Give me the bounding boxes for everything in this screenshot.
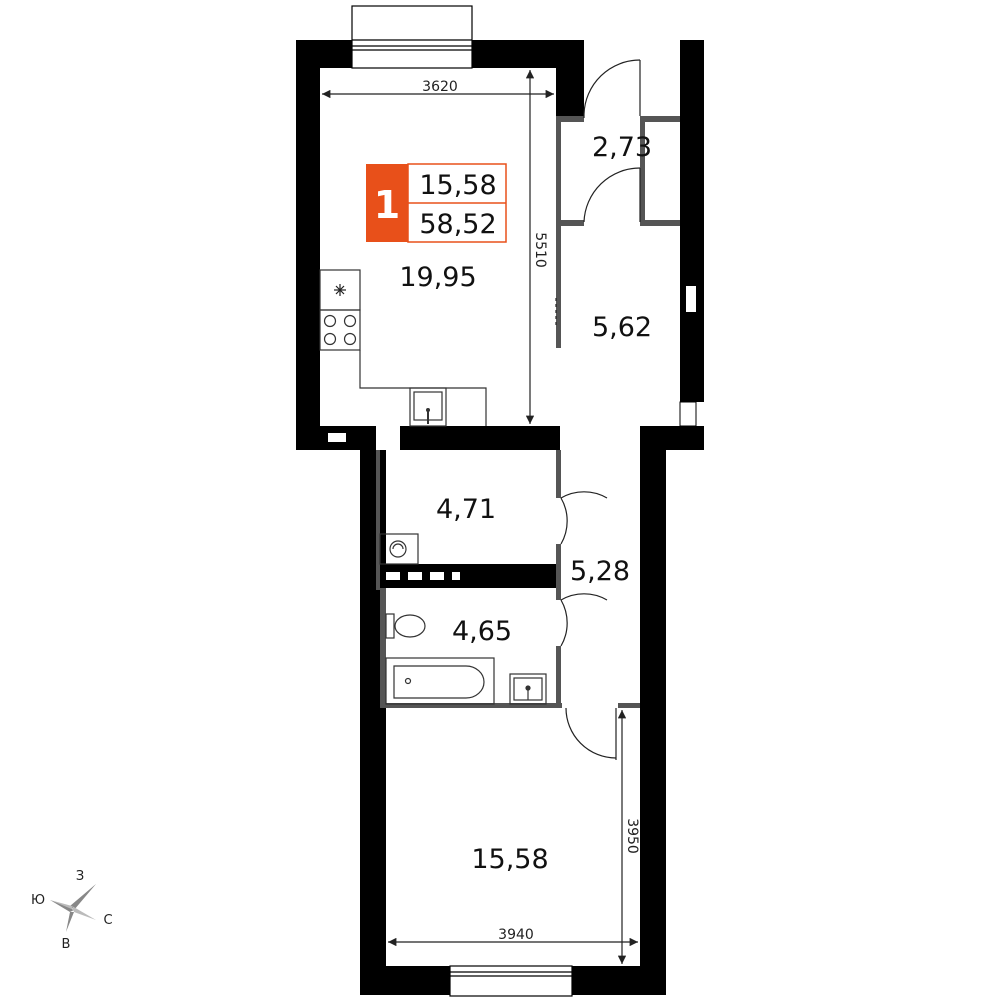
- living-area-value: 15,58: [419, 170, 496, 201]
- room-area-vestibule: 2,73: [592, 132, 652, 163]
- room-area-kitchen: 19,95: [399, 262, 476, 293]
- wall-vents: [328, 286, 696, 580]
- top-window: [351, 5, 473, 69]
- compass-rose: З С В Ю: [31, 869, 113, 952]
- partitions: [376, 116, 680, 708]
- fridge-icon: [334, 284, 346, 296]
- rooms-count-box: [366, 164, 408, 242]
- doors: [555, 59, 641, 760]
- room-area-corridor: 5,28: [570, 556, 630, 587]
- bathroom-sink-icon: [509, 673, 547, 705]
- kitchen-counter: [319, 269, 487, 427]
- compass-label-east: С: [103, 913, 112, 928]
- apartment-badge: 1 15,58 58,52: [366, 163, 507, 243]
- stove-icon: [323, 314, 357, 346]
- bottom-window: [449, 965, 573, 997]
- total-area-value: 58,52: [419, 209, 496, 240]
- compass-label-west: Ю: [31, 893, 45, 908]
- compass-label-north: З: [76, 869, 84, 884]
- exterior-walls: [296, 40, 704, 995]
- bedroom-length-label: 3950: [624, 818, 640, 854]
- kitchen-width-label: 3620: [422, 79, 458, 95]
- kitchen-length-label: 5510: [532, 232, 548, 268]
- toilet-icon: [385, 613, 426, 639]
- rooms-count: 1: [374, 183, 400, 227]
- dimension-lines: [322, 70, 638, 964]
- bathtub-icon: [385, 657, 495, 705]
- compass-label-south: В: [62, 937, 71, 952]
- room-area-laundry: 4,71: [436, 494, 496, 525]
- washing-machine-icon: [379, 533, 419, 565]
- right-wall-notch: [679, 401, 697, 427]
- room-area-bedroom: 15,58: [471, 844, 548, 875]
- bedroom-width-label: 3940: [498, 927, 534, 943]
- kitchen-sink-icon: [426, 408, 430, 424]
- room-area-hall: 5,62: [592, 312, 652, 343]
- room-area-bathroom: 4,65: [452, 616, 512, 647]
